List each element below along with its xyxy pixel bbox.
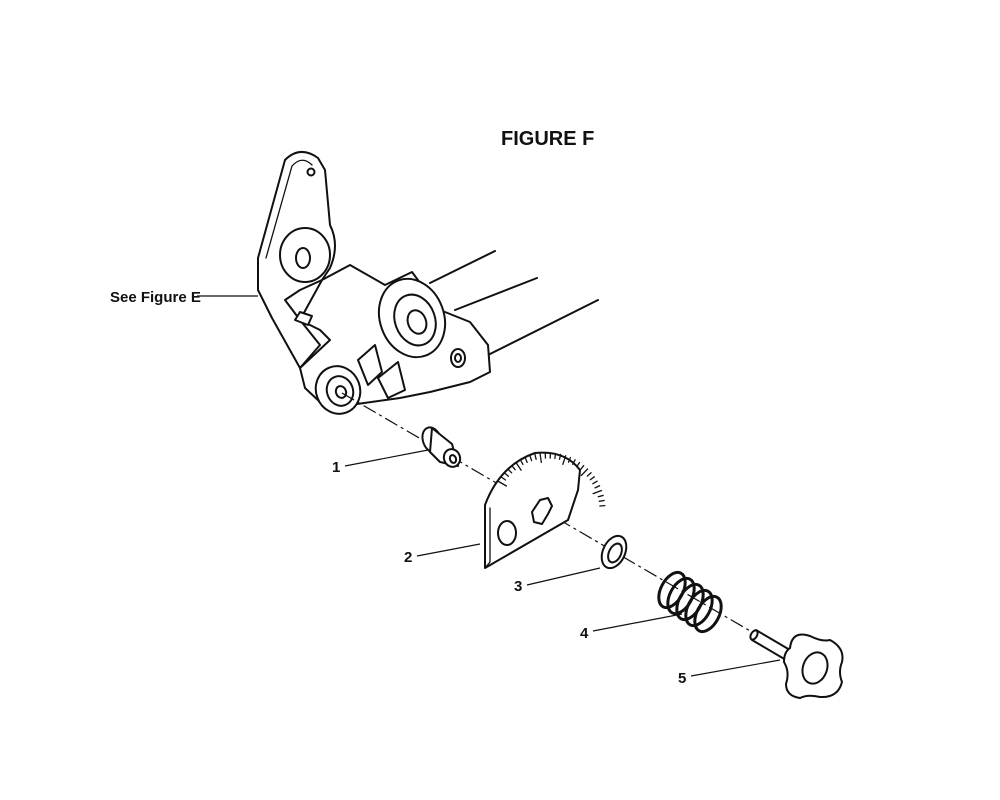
scale-tick bbox=[572, 459, 576, 465]
scale-tick bbox=[500, 476, 507, 481]
knob-center bbox=[801, 651, 829, 685]
callout-leader-5 bbox=[690, 659, 781, 677]
scale-tick bbox=[567, 456, 572, 463]
rod-lower bbox=[487, 299, 599, 356]
pivot-boss-hole bbox=[406, 309, 428, 335]
scale-tick bbox=[592, 489, 603, 495]
callout-3: 3 bbox=[514, 567, 601, 595]
frame-rib-2 bbox=[377, 361, 406, 399]
scale-tick bbox=[576, 461, 581, 468]
callout-leader-3 bbox=[526, 567, 601, 586]
scale-tick bbox=[580, 468, 589, 477]
frame-tab bbox=[294, 311, 313, 326]
plate-top-hole bbox=[306, 167, 316, 177]
scale-tick bbox=[562, 455, 567, 465]
scale-tick bbox=[539, 452, 542, 464]
scale-tick bbox=[558, 453, 562, 460]
scale-tick bbox=[519, 459, 524, 466]
callout-2: 2 bbox=[404, 543, 481, 566]
scale-tick bbox=[594, 485, 601, 489]
callout-label-2: 2 bbox=[404, 549, 412, 566]
callout-label-4: 4 bbox=[580, 625, 589, 642]
plate-boss-hole bbox=[295, 247, 311, 269]
figure-title: FIGURE F bbox=[501, 128, 594, 150]
scale-tick bbox=[515, 462, 522, 471]
bushing-hole bbox=[448, 454, 458, 464]
scale-tick bbox=[529, 455, 533, 462]
scale-plate-edge bbox=[484, 507, 491, 569]
callout-leader-1 bbox=[344, 449, 429, 467]
scale-tick bbox=[589, 476, 595, 481]
part-2-angle-scale bbox=[484, 451, 606, 569]
see-figure-e-label: See Figure E bbox=[110, 289, 201, 306]
part-4-spring bbox=[657, 570, 723, 634]
arm-assembly bbox=[257, 151, 599, 415]
scale-tick bbox=[592, 480, 598, 485]
scale-tick bbox=[524, 457, 528, 463]
part-1-bushing bbox=[421, 426, 462, 468]
scale-tick bbox=[579, 464, 585, 471]
washer-inner bbox=[607, 542, 623, 564]
scale-tick bbox=[503, 472, 510, 477]
part-5-knob bbox=[749, 629, 844, 699]
knob-shaft-end bbox=[749, 629, 759, 641]
lower-boss-hole bbox=[334, 385, 348, 399]
callout-1: 1 bbox=[332, 449, 429, 476]
spring-coil bbox=[684, 588, 714, 628]
plate-inner-edge bbox=[265, 159, 313, 259]
callout-label-5: 5 bbox=[678, 670, 686, 687]
callout-label-3: 3 bbox=[514, 578, 522, 595]
see-figure-e-reference: See Figure E bbox=[110, 289, 258, 306]
rod-middle bbox=[454, 277, 538, 311]
scale-tick bbox=[497, 480, 508, 487]
scale-tick bbox=[597, 494, 604, 498]
callout-leader-4 bbox=[592, 613, 683, 632]
scale-tick bbox=[586, 472, 592, 477]
scale-tick bbox=[534, 453, 537, 461]
callout-label-1: 1 bbox=[332, 459, 340, 476]
spring-coil bbox=[693, 594, 723, 634]
scale-keyed-slot bbox=[531, 497, 553, 525]
side-bolt-center bbox=[454, 353, 462, 363]
scale-tick bbox=[507, 468, 513, 474]
part-3-washer bbox=[600, 534, 628, 570]
callout-leader-2 bbox=[416, 543, 481, 557]
scale-tick bbox=[598, 499, 605, 502]
scale-ticks bbox=[497, 452, 606, 507]
rod-upper bbox=[429, 250, 496, 284]
callout-5: 5 bbox=[678, 659, 781, 687]
scale-round-hole bbox=[497, 520, 517, 546]
frame-rib-1 bbox=[357, 344, 383, 386]
scale-tick bbox=[511, 465, 516, 471]
assembly-axis bbox=[341, 392, 801, 661]
scale-tick bbox=[554, 452, 557, 460]
callout-4: 4 bbox=[580, 613, 683, 642]
